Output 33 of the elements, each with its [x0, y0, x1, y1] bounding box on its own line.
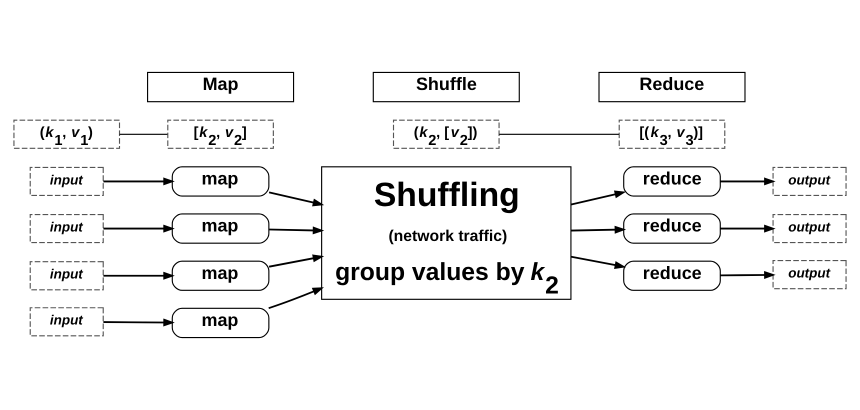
arrow — [103, 177, 175, 186]
connector — [120, 134, 168, 135]
arrow — [571, 190, 626, 206]
node-box: Shuffle — [372, 72, 520, 102]
arrow — [571, 226, 626, 234]
node-box: input — [30, 214, 104, 244]
arrow — [103, 272, 175, 280]
node-box: input — [30, 307, 104, 336]
arrow — [103, 224, 175, 233]
arrow — [720, 270, 776, 279]
arrow — [268, 254, 324, 268]
node-box: map — [172, 166, 270, 197]
arrow — [268, 287, 324, 310]
connector — [499, 134, 619, 135]
node-box: output — [772, 166, 847, 196]
node-box: Map — [147, 72, 294, 102]
arrow — [103, 318, 175, 327]
node-box: map — [172, 308, 270, 338]
node-box: reduce — [623, 166, 721, 197]
node-box: reduce — [623, 213, 721, 244]
node-box: map — [172, 213, 270, 244]
node-box: output — [772, 260, 847, 290]
node-box: reduce — [623, 260, 721, 291]
node-box: output — [772, 214, 847, 244]
arrow — [720, 177, 776, 186]
arrow — [269, 226, 324, 234]
node-box: input — [30, 166, 104, 196]
node-box: input — [30, 261, 104, 290]
node-box: map — [172, 260, 270, 291]
arrow — [571, 256, 626, 269]
arrow — [268, 192, 324, 206]
node-box: Reduce — [598, 72, 746, 102]
arrow — [720, 224, 776, 233]
